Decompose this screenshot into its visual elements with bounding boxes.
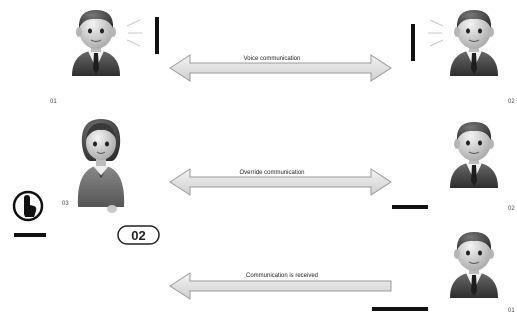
person-badge: 02 xyxy=(117,225,160,245)
sound-waves-left-icon xyxy=(126,19,142,47)
override-indicator xyxy=(392,205,428,209)
double-arrow-1 xyxy=(169,54,392,82)
received-indicator xyxy=(372,307,428,311)
person-right-3-number: 01 xyxy=(508,308,515,314)
person-right-2-number: 02 xyxy=(508,206,515,212)
left-arrow-3 xyxy=(169,272,392,300)
person-right-2-icon xyxy=(449,121,499,189)
double-arrow-2 xyxy=(169,168,392,196)
row-3: 01 Communication is received xyxy=(169,231,515,314)
person-left-1-icon xyxy=(71,9,121,77)
person-right-1-icon xyxy=(449,9,499,77)
arrow-label-3: Communication is received xyxy=(246,273,318,279)
voice-indicator-left xyxy=(155,17,159,54)
arrow-label-2: Override communication xyxy=(239,170,304,176)
person-right-1-number: 02 xyxy=(508,99,515,105)
row-1: 01 02 Voice communication xyxy=(50,9,515,105)
hand-pointer-icon[interactable] xyxy=(12,190,44,222)
arrow-label-1: Voice communication xyxy=(244,56,301,62)
person-left-2-number: 03 xyxy=(62,201,69,207)
person-left-1-number: 01 xyxy=(50,99,57,105)
person-right-3-icon xyxy=(449,231,499,299)
touch-indicator xyxy=(14,233,46,237)
voice-indicator-right xyxy=(411,24,415,61)
badge-label: 02 xyxy=(131,228,145,243)
row-2: 03 02 02 Override communication xyxy=(12,118,515,245)
person-left-2-icon xyxy=(77,118,125,214)
sound-waves-right-icon xyxy=(428,19,444,47)
